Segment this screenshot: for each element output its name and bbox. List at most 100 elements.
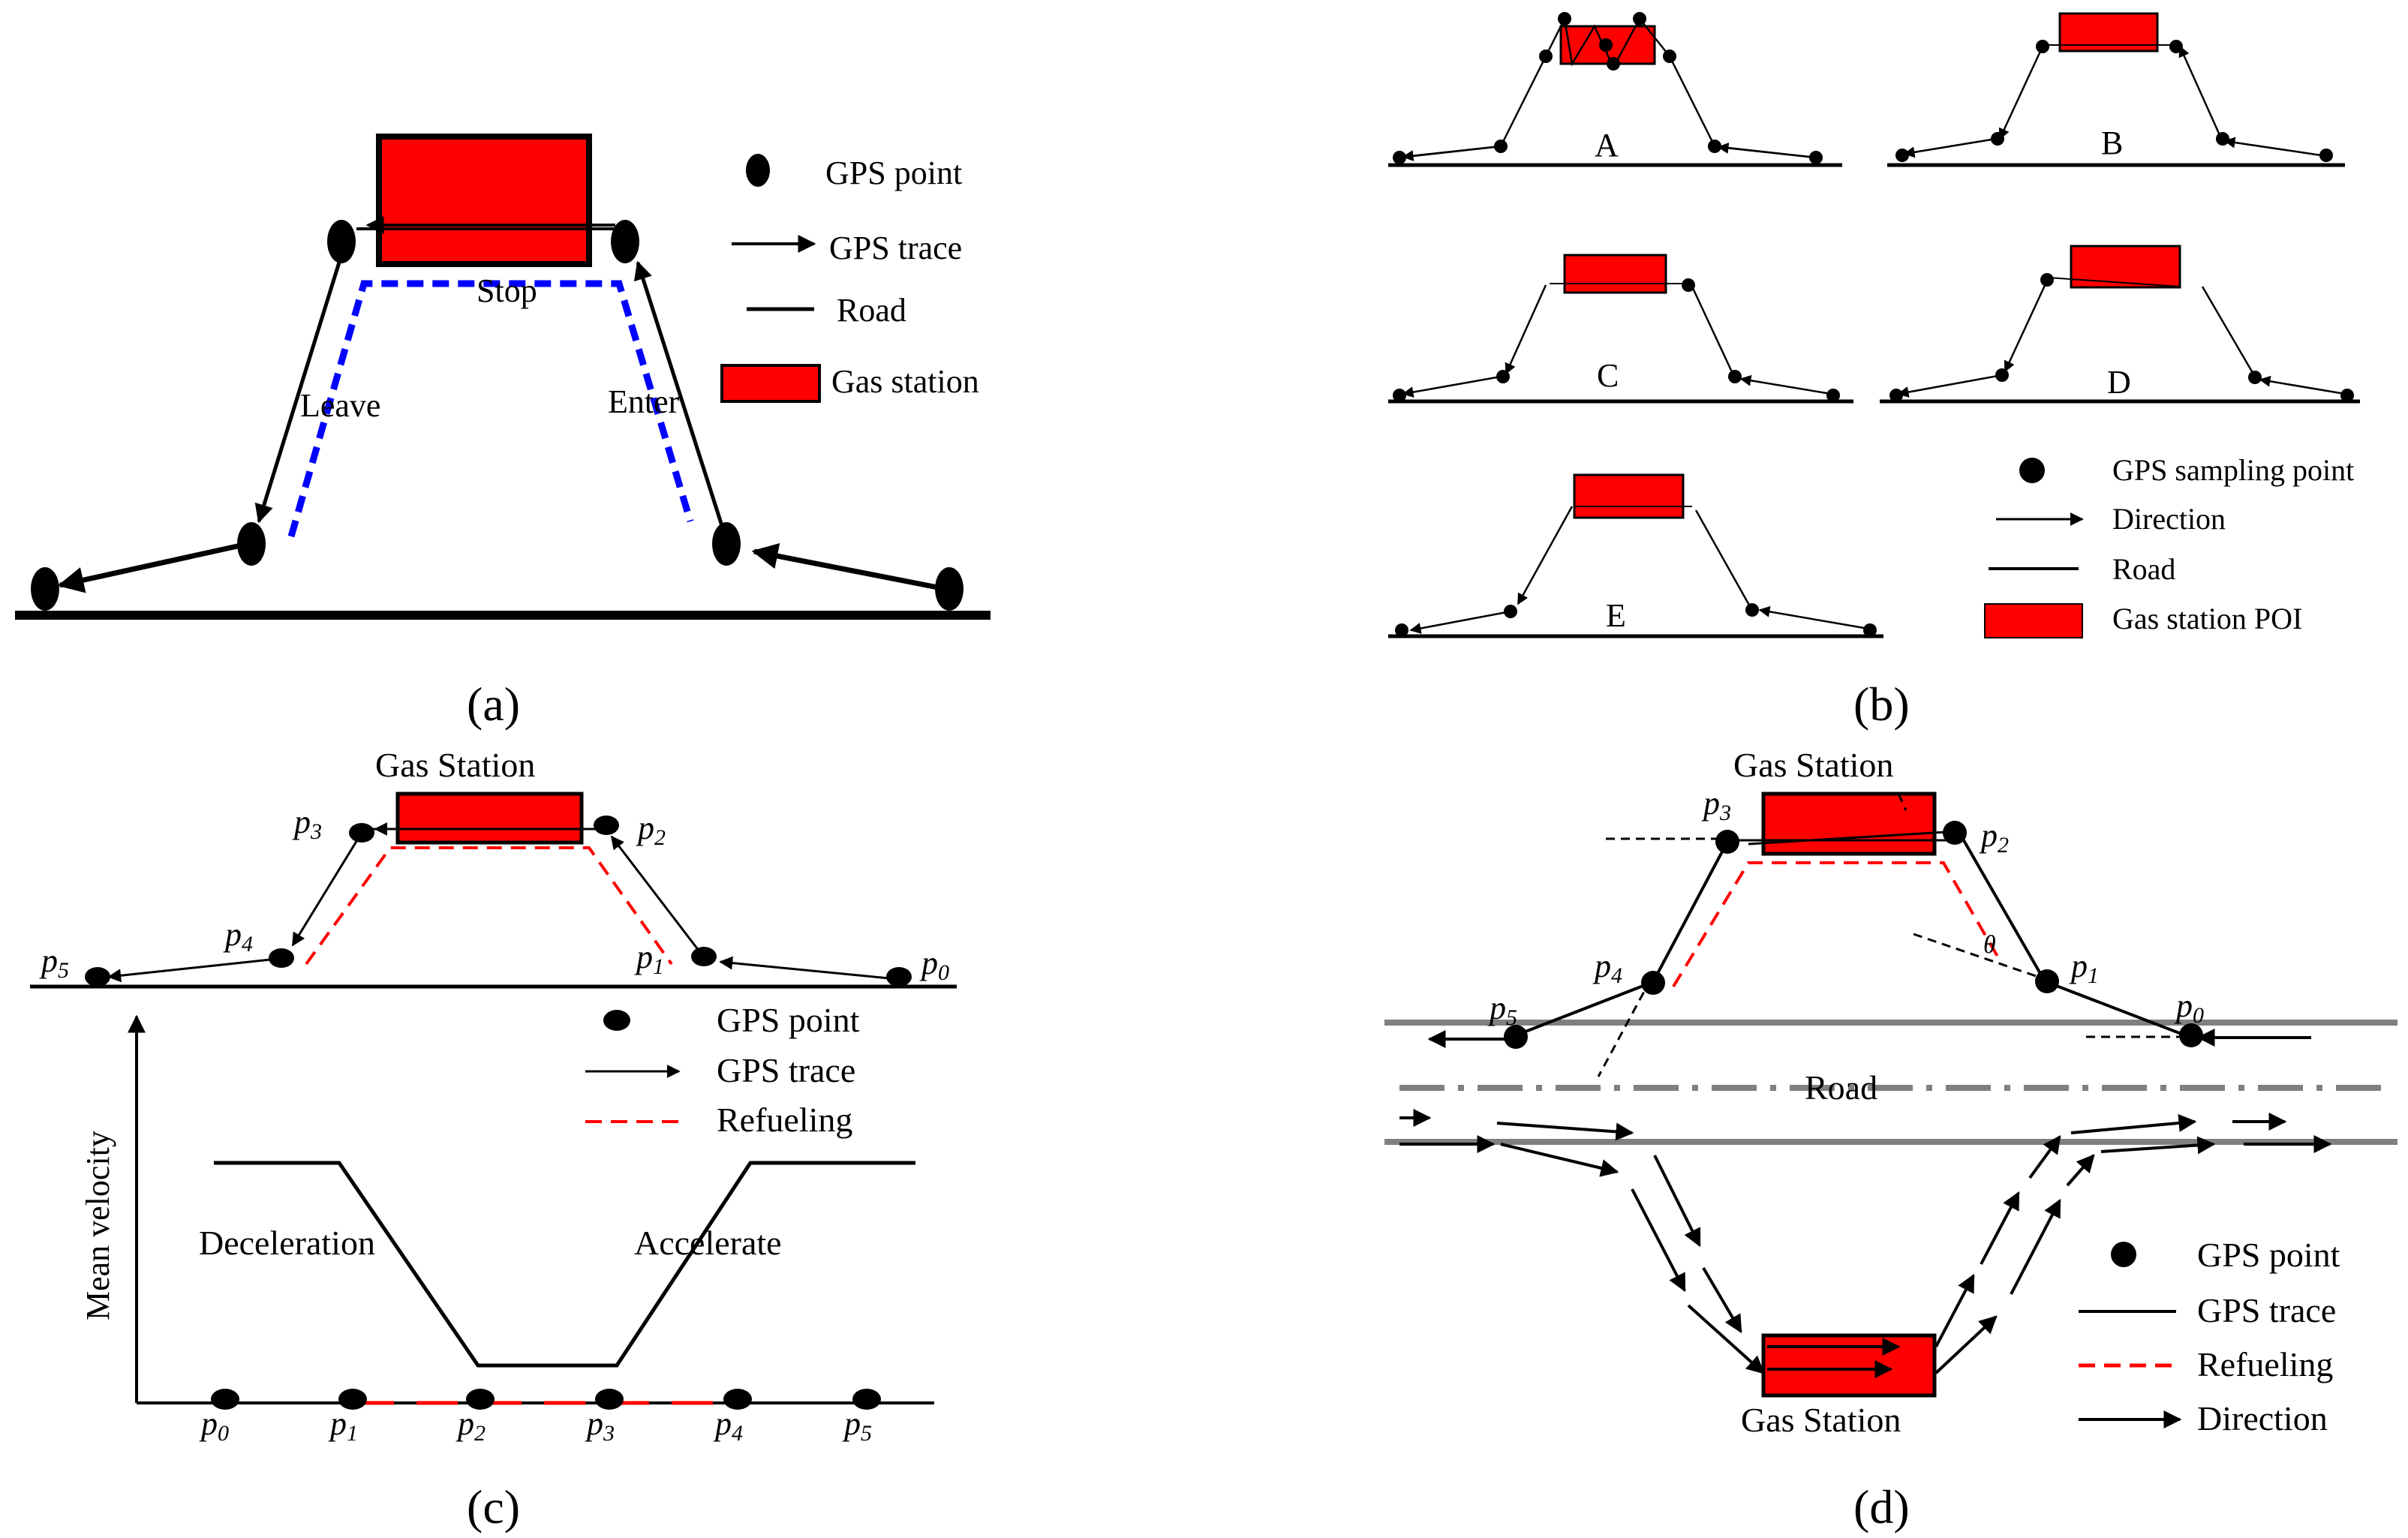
trace-enter <box>751 542 946 592</box>
direction-arrow <box>1702 1266 1742 1334</box>
legend-point-icon <box>603 1010 630 1031</box>
trace <box>1897 374 2003 398</box>
legend-c-item: Refueling <box>717 1101 852 1139</box>
gas-station <box>1573 473 1685 519</box>
legend-station-icon <box>720 364 821 403</box>
gps-point <box>269 948 294 968</box>
legend-a-item: Road <box>837 292 906 329</box>
legend-station-icon <box>1984 603 2083 638</box>
trace <box>2259 375 2346 395</box>
trace <box>1739 374 1832 395</box>
sub-d: D <box>1880 245 2360 404</box>
axis-point <box>466 1389 495 1410</box>
axis-point <box>211 1389 239 1410</box>
gas-station <box>1563 254 1667 294</box>
gps-point <box>1607 57 1620 71</box>
trace <box>1653 841 1729 980</box>
arrow <box>1717 142 1817 159</box>
stop-trace <box>287 280 694 538</box>
panel-c: Gas Station p3 p2 p4 p1 p5 p0 GPS point … <box>30 746 957 1533</box>
axis-label-p0: p0 <box>199 1405 229 1446</box>
trace <box>2201 286 2256 377</box>
gps-point <box>1663 50 1676 63</box>
velocity-curve <box>214 1161 915 1368</box>
gps-point <box>1715 830 1739 854</box>
trace <box>2178 45 2221 136</box>
axis-point <box>723 1389 752 1410</box>
gps-point <box>1708 140 1721 153</box>
station-line <box>2048 277 2181 287</box>
direction-arrow <box>1631 1188 1686 1293</box>
trace <box>1517 506 1574 605</box>
gps-point <box>1393 151 1406 164</box>
trace-leave <box>254 254 344 524</box>
direction-arrow <box>1935 1315 1998 1374</box>
gps-point <box>237 522 266 566</box>
point-label-p1: p1 <box>634 939 664 979</box>
axis-label-p1: p1 <box>328 1405 358 1446</box>
panel-c-title: Gas Station <box>375 746 535 784</box>
trace <box>291 832 363 947</box>
gas-station <box>2070 245 2181 289</box>
point-label-p5: p5 <box>39 942 69 983</box>
gps-point <box>2035 969 2059 993</box>
deceleration-label: Deceleration <box>199 1224 375 1262</box>
trace <box>1505 284 1547 375</box>
axis-label-p3: p3 <box>585 1405 615 1446</box>
gps-point <box>1943 821 1967 845</box>
gps-point <box>327 220 356 263</box>
legend-a-item: GPS point <box>825 155 962 191</box>
sub-c: C <box>1388 254 1853 404</box>
gps-point <box>594 816 619 835</box>
direction-arrow <box>1500 1143 1619 1177</box>
direction-arrow <box>2010 1198 2061 1295</box>
trace <box>719 956 897 981</box>
axis-point <box>852 1389 881 1410</box>
legend-point-icon <box>746 154 770 187</box>
direction-arrow <box>1935 1273 1975 1347</box>
helper-line <box>1913 933 2046 981</box>
sub-label: C <box>1597 357 1619 394</box>
point-d-p5: p5 <box>1487 990 1517 1030</box>
legend-c: GPS point GPS trace Refueling <box>585 1001 860 1139</box>
y-axis-label: Mean velocity <box>80 1131 116 1320</box>
legend-a: GPS point GPS trace Road Gas station <box>720 154 979 403</box>
sub-label: D <box>2107 364 2131 401</box>
sub-label: A <box>1595 127 1619 164</box>
gps-point <box>1745 603 1759 617</box>
gps-point <box>1895 149 1909 162</box>
direction-arrow <box>2070 1114 2197 1134</box>
panel-d-title-top: Gas Station <box>1733 746 1893 784</box>
gps-point <box>1558 12 1571 26</box>
gps-point <box>1889 389 1903 402</box>
sub-label: B <box>2101 125 2123 161</box>
stop-label: Stop <box>476 272 537 309</box>
theta-label: θ <box>1983 931 1996 959</box>
gps-point <box>1633 12 1646 26</box>
gps-point <box>2040 273 2054 287</box>
gps-point <box>1863 623 1877 637</box>
helper-line <box>1897 793 1907 811</box>
gps-point <box>1494 140 1508 153</box>
trace <box>107 957 278 983</box>
caption-c: (c) <box>467 1480 520 1533</box>
legend-c-item: GPS point <box>717 1001 860 1039</box>
axis-label-p4: p4 <box>713 1405 743 1446</box>
caption-d: (d) <box>1853 1480 1910 1533</box>
caption-a: (a) <box>467 677 520 731</box>
point-d-p4: p4 <box>1592 948 1622 988</box>
legend-b: GPS sampling point Direction Road Gas st… <box>1984 453 2354 638</box>
enter-label: Enter <box>608 383 680 420</box>
trace <box>1748 830 1959 846</box>
gps-point <box>1395 623 1408 637</box>
trace <box>1409 610 1511 634</box>
trace <box>1515 981 1652 1037</box>
direction-arrow <box>2066 1154 2095 1187</box>
gas-station <box>395 792 584 845</box>
direction-arrow <box>1653 1155 1701 1248</box>
panel-b: A B <box>1388 12 2360 731</box>
caption-b: (b) <box>1853 677 1910 731</box>
gps-point <box>1809 151 1823 164</box>
point-d-p2: p2 <box>1979 817 2009 858</box>
